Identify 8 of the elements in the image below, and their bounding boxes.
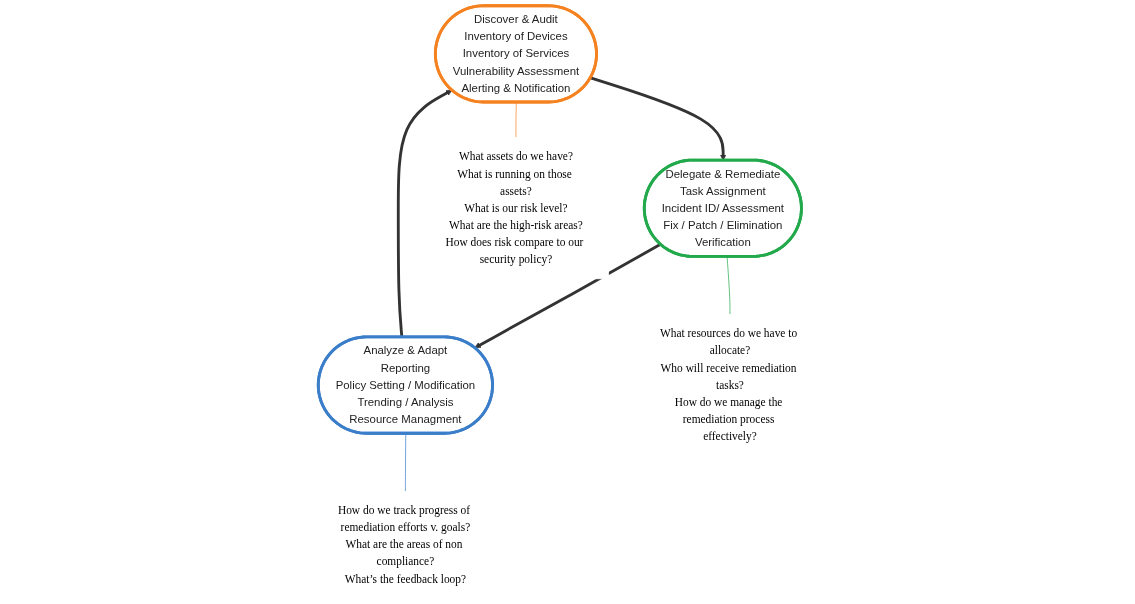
arrow	[590, 76, 727, 161]
node-text: How do we track progress of remediation efforts v. goals? What are the areas of non compliance? What’s the feedback loop?	[337, 504, 470, 585]
arrow	[474, 243, 662, 349]
node-text: What assets do we have? What is running on those assets? What is our risk level? What are the high-risk areas? How does risk compare to our security policy?	[445, 150, 584, 266]
connector	[404, 433, 406, 492]
connector	[726, 256, 731, 315]
connector	[515, 101, 517, 138]
node-text: What resources do we have to allocate? Who will receive remediation tasks? How do we manage the remediation process effectively?	[659, 327, 797, 443]
